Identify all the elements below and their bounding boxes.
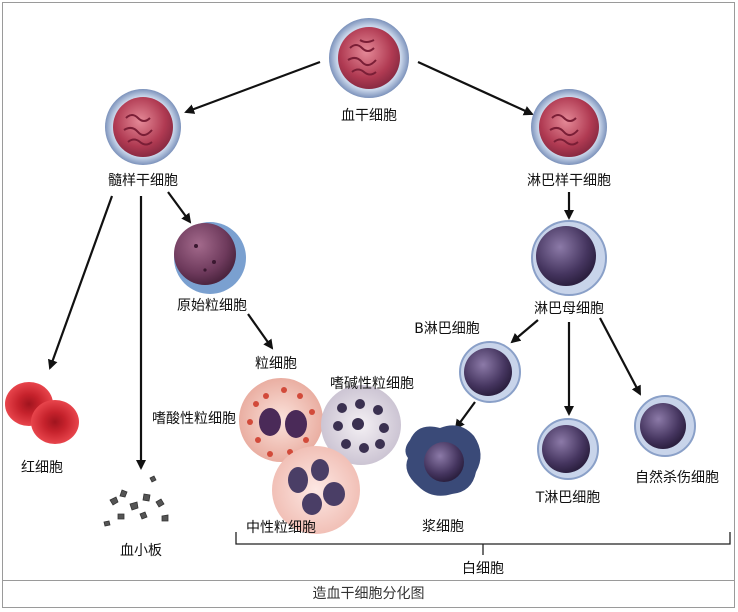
neutrophil-cell	[272, 446, 360, 534]
red-blood-cells	[5, 382, 79, 444]
b-lymphocyte-cell	[459, 341, 521, 403]
myeloblast-cell	[174, 222, 246, 294]
arrow-hsc-to-myeloid	[184, 60, 321, 114]
lymphoblast-cell	[531, 220, 607, 296]
label-plasma: 浆细胞	[422, 519, 464, 535]
arrow-myeloid-to-myeloblast	[167, 191, 192, 224]
t-lymphocyte-cell	[537, 418, 599, 480]
label-myeloblast: 原始粒细胞	[177, 298, 247, 314]
label-rbc: 红细胞	[21, 460, 63, 476]
label-granulocyte: 粒细胞	[255, 356, 297, 372]
eosinophil-cell	[239, 378, 323, 462]
label-neutrophil: 中性粒细胞	[246, 520, 316, 536]
label-eosinophil: 嗜酸性粒细胞	[152, 411, 236, 427]
arrow-lymphoblast-to-bcell	[510, 319, 539, 344]
nk-cell	[634, 395, 696, 457]
label-hsc: 血干细胞	[341, 108, 397, 124]
arrow-hsc-to-lymphoid	[417, 60, 534, 116]
label-tcell: T淋巴细胞	[535, 490, 601, 506]
labels: 血干细胞 髓样干细胞 淋巴样干细胞 原始粒细胞 粒细胞 嗜碱性粒细胞 嗜酸性粒细…	[21, 108, 719, 577]
platelets	[103, 475, 169, 527]
label-nk: 自然杀伤细胞	[635, 469, 719, 486]
basophil-cell	[321, 385, 401, 465]
wbc-bracket	[235, 532, 731, 555]
myeloid-stem-cell	[105, 89, 181, 165]
label-bcell: B淋巴细胞	[414, 321, 480, 337]
label-lymphoid: 淋巴样干细胞	[527, 173, 611, 189]
arrow-myeloid-to-rbc	[48, 195, 114, 370]
figure-caption: 造血干细胞分化图	[2, 580, 735, 608]
arrows	[48, 60, 641, 470]
label-platelet: 血小板	[120, 543, 162, 559]
arrow-myeloblast-to-granulocyte	[247, 313, 274, 350]
plasma-cell	[405, 425, 481, 496]
label-myeloid: 髓样干细胞	[108, 173, 178, 189]
arrow-bcell-to-plasma	[454, 401, 476, 430]
arrow-lymphoblast-to-nk	[599, 317, 641, 396]
label-lymphoblast: 淋巴母细胞	[534, 301, 604, 317]
hsc-cell	[329, 18, 409, 98]
label-basophil: 嗜碱性粒细胞	[330, 376, 414, 392]
lymphoid-stem-cell	[531, 89, 607, 165]
label-wbc: 白细胞	[462, 561, 504, 577]
